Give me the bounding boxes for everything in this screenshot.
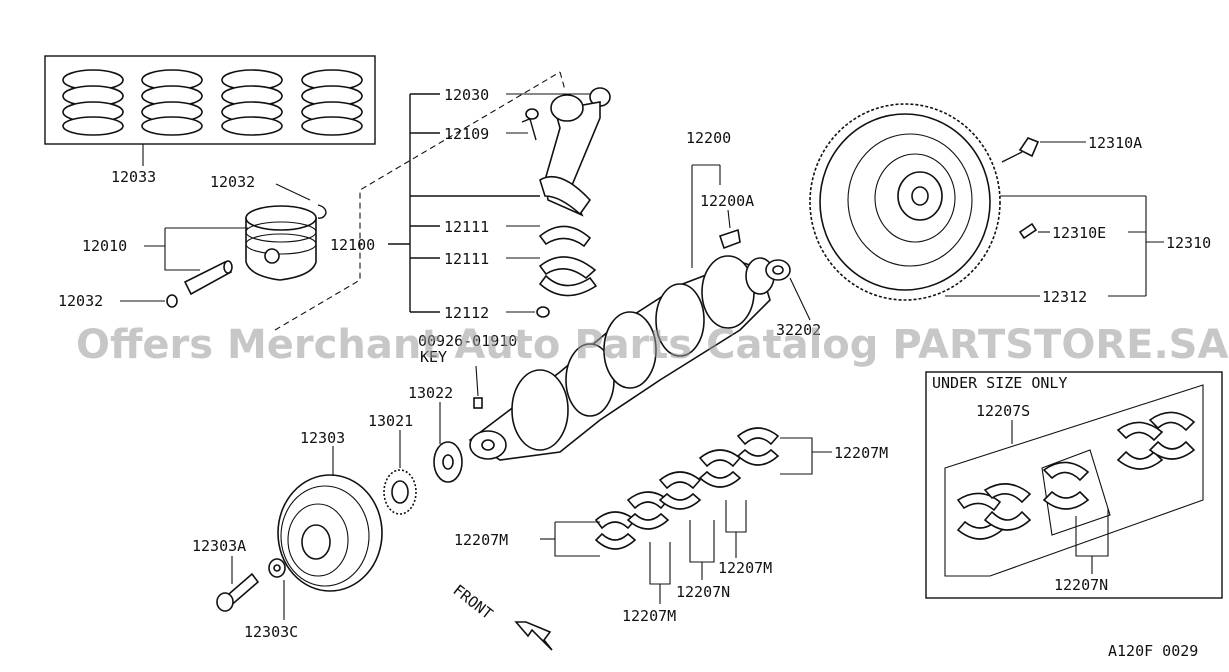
label-12310a: 12310A <box>1088 134 1142 152</box>
main-bearing-set <box>594 427 780 550</box>
label-12312: 12312 <box>1042 288 1087 306</box>
label-00926-01910: 00926-01910 <box>418 332 517 350</box>
label-12100: 12100 <box>330 236 375 254</box>
label-12310: 12310 <box>1166 234 1211 252</box>
label-32202: 32202 <box>776 321 821 339</box>
crank-pulley <box>277 474 383 592</box>
diagram-code: A120F 0029 <box>1108 642 1198 660</box>
label-12111-upper: 12111 <box>444 218 489 236</box>
key <box>473 397 483 409</box>
label-12030: 12030 <box>444 86 489 104</box>
crank-sprocket <box>383 469 417 515</box>
watermark: Offers Merchant Auto Parts Catalog PARTS… <box>76 322 1228 368</box>
label-front: FRONT <box>450 581 497 623</box>
connecting-rod <box>521 87 611 217</box>
label-12207m-bottom: 12207M <box>622 607 676 625</box>
washer <box>268 558 286 578</box>
front-arrow <box>514 621 553 651</box>
label-12200: 12200 <box>686 129 731 147</box>
label-12207m-middle: 12207M <box>718 559 772 577</box>
label-12303a: 12303A <box>192 537 246 555</box>
crankshaft <box>468 255 775 461</box>
label-12200a: 12200A <box>700 192 754 210</box>
label-12109: 12109 <box>444 125 489 143</box>
pulley-bolt <box>216 572 260 612</box>
crank-plug <box>718 228 741 250</box>
undersize-box <box>925 371 1223 599</box>
label-12112: 12112 <box>444 304 489 322</box>
label-12033: 12033 <box>111 168 156 186</box>
flywheel <box>809 103 1001 301</box>
label-12303: 12303 <box>300 429 345 447</box>
label-12032-bottom: 12032 <box>58 292 103 310</box>
snap-ring <box>166 204 327 308</box>
flywheel-bolt <box>1001 137 1040 163</box>
label-12207n-box: 12207N <box>1054 576 1108 594</box>
label-12207m-right: 12207M <box>834 444 888 462</box>
label-12207m-left: 12207M <box>454 531 508 549</box>
label-12010: 12010 <box>82 237 127 255</box>
oil-pump-drive-spacer <box>433 441 463 483</box>
piston <box>245 205 317 281</box>
dowel-pin <box>1018 222 1038 240</box>
label-key: KEY <box>420 348 447 366</box>
label-12207s: 12207S <box>976 402 1030 420</box>
pilot-bushing <box>765 259 791 281</box>
label-13021: 13021 <box>368 412 413 430</box>
label-12032-top: 12032 <box>210 173 255 191</box>
label-12207n-main: 12207N <box>676 583 730 601</box>
rod-bearing <box>536 225 598 318</box>
label-12303c: 12303C <box>244 623 298 641</box>
undersize-box-title: UNDER SIZE ONLY <box>932 374 1067 392</box>
label-12310e: 12310E <box>1052 224 1106 242</box>
piston-ring-set <box>44 55 376 145</box>
label-12111-lower: 12111 <box>444 250 489 268</box>
label-13022: 13022 <box>408 384 453 402</box>
piston-pin <box>183 260 233 296</box>
